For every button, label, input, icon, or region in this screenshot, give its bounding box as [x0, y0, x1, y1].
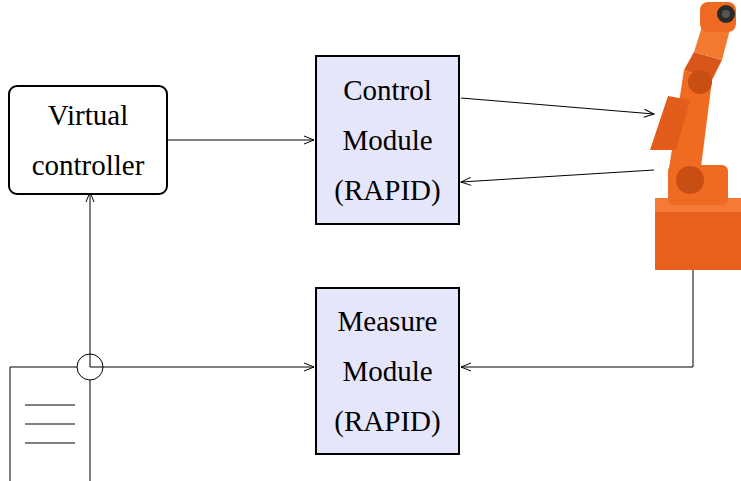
- log-document: [10, 192, 314, 481]
- connector-arrow: [168, 140, 314, 141]
- log-wire: [90, 192, 91, 354]
- box-label: Control Module (RAPID): [325, 65, 450, 215]
- module-box: Measure Module (RAPID): [315, 287, 460, 455]
- measure-wire: [461, 270, 693, 367]
- controller-box: Virtual controller: [8, 85, 168, 195]
- signal-wires: [461, 98, 693, 367]
- box-label: Virtual controller: [18, 90, 158, 190]
- command-wire: [461, 98, 654, 114]
- box-label: Measure Module (RAPID): [325, 296, 450, 446]
- tap-symbol: [77, 354, 103, 380]
- robot-illustration: [650, 2, 741, 270]
- feedback-wire: [461, 170, 654, 182]
- module-box: Control Module (RAPID): [315, 55, 460, 225]
- log-wire: [103, 367, 314, 368]
